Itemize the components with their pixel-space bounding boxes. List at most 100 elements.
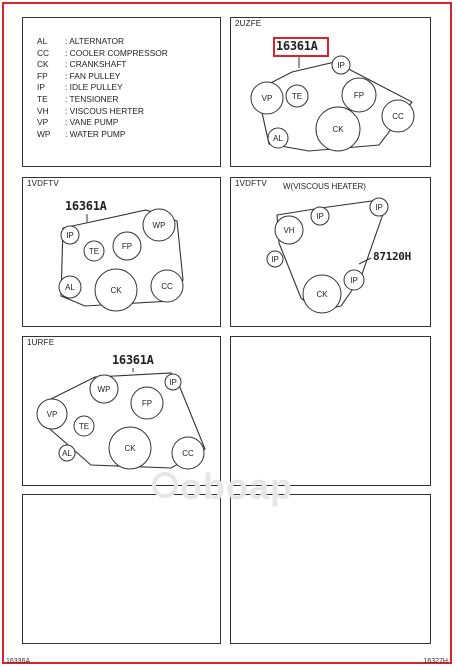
pulley-te-label: TE bbox=[89, 247, 99, 256]
pulley-ck-label: CK bbox=[316, 290, 328, 299]
watermark-logo bbox=[152, 472, 178, 498]
panel-note: W(VISCOUS HEATER) bbox=[283, 182, 366, 191]
legend-description: : ALTERNATOR bbox=[65, 36, 125, 46]
pulley-te-label: TE bbox=[79, 422, 89, 431]
pulley-te bbox=[285, 84, 309, 108]
belt-diagram-1vdftv-left: IP WP TE FP AL CK CC bbox=[58, 208, 184, 312]
pulley-al-label: AL bbox=[273, 134, 283, 143]
legend-description: : IDLE PULLEY bbox=[65, 82, 123, 93]
pulley-ck bbox=[94, 268, 138, 312]
leader-line bbox=[358, 257, 372, 265]
pulley-wp bbox=[142, 208, 176, 242]
pulley-ck-label: CK bbox=[124, 444, 136, 453]
legend-list: AL : ALTERNATOR CC : COOLER COMPRESSOR CK : C… bbox=[37, 36, 168, 140]
pulley-ip-left bbox=[266, 250, 284, 268]
pulley-ip-left-label: IP bbox=[271, 255, 279, 264]
belt-diagram-1urfe: WP IP VP FP TE CK AL CC bbox=[36, 368, 206, 470]
pulley-al-label: AL bbox=[65, 283, 75, 292]
part-number: 16361A bbox=[276, 39, 318, 53]
panel-title: 1VDFTV bbox=[27, 179, 59, 188]
pulley-ck bbox=[302, 274, 342, 314]
pulley-fp bbox=[130, 386, 164, 420]
legend-code: FP bbox=[37, 70, 48, 81]
pulley-fp-label: FP bbox=[142, 399, 152, 408]
pulley-fp bbox=[112, 231, 142, 261]
pulley-ip bbox=[164, 373, 182, 391]
belt bbox=[42, 372, 206, 469]
legend-code: CC bbox=[37, 47, 50, 58]
watermark-text: oboap bbox=[180, 466, 293, 507]
pulley-fp-label: FP bbox=[122, 242, 132, 251]
legend-description: : COOLER COMPRESSOR bbox=[65, 47, 168, 58]
pulley-ip bbox=[331, 55, 351, 75]
legend-row: VH: VISCOUS HERTER bbox=[37, 106, 168, 118]
pulley-ip-top-label: IP bbox=[316, 212, 324, 221]
pulley-vp-label: VP bbox=[262, 94, 273, 103]
pulley-al bbox=[58, 444, 76, 462]
legend-description: : WATER PUMP bbox=[65, 128, 126, 139]
pulley-te bbox=[83, 240, 105, 262]
part-number: 16361A bbox=[65, 199, 107, 213]
legend-description: : VISCOUS HERTER bbox=[65, 105, 144, 116]
legend-code: IP bbox=[37, 82, 45, 93]
pulley-te bbox=[73, 415, 95, 437]
pulley-al-label: AL bbox=[62, 449, 72, 458]
legend-code: WP bbox=[37, 128, 51, 139]
pulley-ck-label: CK bbox=[110, 286, 122, 295]
pulley-cc-label: CC bbox=[182, 449, 194, 458]
pulley-ck bbox=[315, 106, 361, 152]
part-number: 87120H bbox=[373, 250, 411, 263]
pulley-al bbox=[267, 127, 289, 149]
pulley-ip-right bbox=[369, 197, 389, 217]
legend-panel: AL : ALTERNATOR CC : COOLER COMPRESSOR CK : C… bbox=[22, 17, 221, 167]
pulley-wp bbox=[89, 374, 119, 404]
legend-row: AL : ALTERNATOR bbox=[37, 36, 168, 48]
panel-title: 1VDFTV bbox=[235, 179, 267, 188]
pulley-cc-label: CC bbox=[392, 112, 404, 121]
pulley-ck bbox=[108, 426, 152, 470]
part-number-highlight bbox=[273, 37, 329, 57]
legend-code: VP bbox=[37, 117, 49, 128]
legend-row: CC : COOLER COMPRESSOR bbox=[37, 48, 168, 60]
panel-empty-3 bbox=[230, 494, 431, 644]
pulley-cc bbox=[171, 436, 205, 470]
pulley-cc-label: CC bbox=[161, 282, 173, 291]
panel-1vdftv-left: 1VDFTV 16361A IP WP TE FP AL CK CC bbox=[22, 177, 221, 327]
legend-row: FP: FAN PULLEY bbox=[37, 71, 168, 83]
belt-diagram-2uzfe: VP TE IP FP CC CK AL bbox=[250, 55, 415, 152]
footer-code-left: 16336A bbox=[6, 658, 31, 665]
panel-2uzfe: 2UZFE 16361A VP TE IP FP CC CK AL bbox=[230, 17, 431, 167]
pulley-ip-label: IP bbox=[66, 231, 74, 240]
part-number: 16361A bbox=[112, 353, 154, 367]
legend-row: CK : CRANKSHAFT bbox=[37, 59, 168, 71]
legend-code: TE bbox=[37, 93, 48, 104]
legend-code: AL bbox=[37, 36, 48, 46]
pulley-ip-label: IP bbox=[169, 378, 177, 387]
pulley-ip-right-label: IP bbox=[375, 203, 383, 212]
legend-row: VP : VANE PUMP bbox=[37, 117, 168, 129]
pulley-ip bbox=[60, 225, 80, 245]
pulley-cc bbox=[150, 269, 184, 303]
belt-diagram-1vdftv-right: VH IP IP IP IP CK bbox=[266, 197, 389, 314]
pulley-vh bbox=[274, 215, 304, 245]
pulley-te-label: TE bbox=[292, 92, 302, 101]
pulley-vp bbox=[250, 81, 284, 115]
legend-description: : VANE PUMP bbox=[65, 117, 119, 128]
pulley-fp bbox=[341, 77, 377, 113]
pulley-cc bbox=[381, 99, 415, 133]
pulley-fp-label: FP bbox=[354, 91, 364, 100]
panel-1urfe: 1URFE 16361A WP IP VP FP TE CK AL CC bbox=[22, 336, 221, 486]
legend-row: WP : WATER PUMP bbox=[37, 129, 168, 141]
pulley-vp bbox=[36, 398, 68, 430]
pulley-vh-label: VH bbox=[283, 226, 294, 235]
panel-empty-2 bbox=[22, 494, 221, 644]
legend-row: IP : IDLE PULLEY bbox=[37, 82, 168, 94]
pulley-al bbox=[58, 275, 82, 299]
pulley-vp-label: VP bbox=[47, 410, 58, 419]
legend-description: : TENSIONER bbox=[65, 93, 119, 104]
legend-row: TE : TENSIONER bbox=[37, 94, 168, 106]
legend-code: CK bbox=[37, 59, 49, 70]
panel-title: 2UZFE bbox=[235, 19, 262, 28]
legend-description: : CRANKSHAFT bbox=[65, 59, 127, 70]
panel-1vdftv-right: 1VDFTV W(VISCOUS HEATER) 87120H VH IP IP… bbox=[230, 177, 431, 327]
